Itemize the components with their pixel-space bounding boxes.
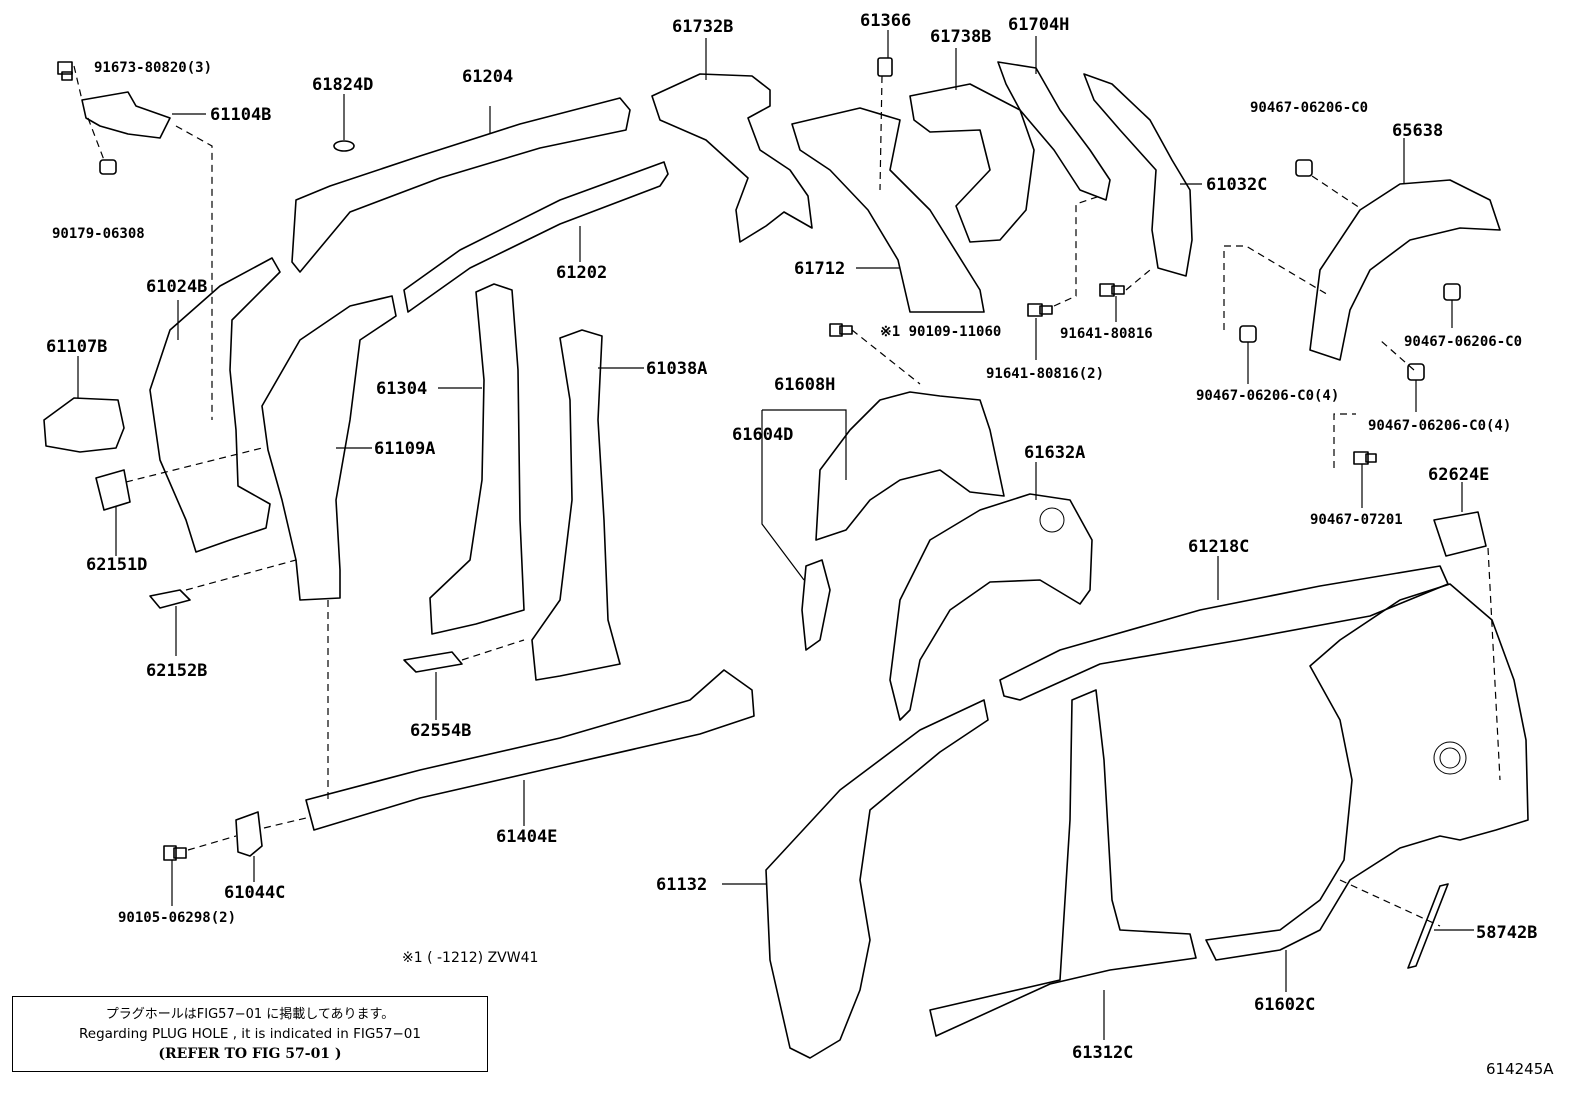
pillar-61312c-shape: [929, 689, 1197, 1037]
clip-61366-icon: [877, 57, 893, 77]
nut-90467c-icon: [1239, 325, 1257, 343]
label-61204: 61204: [462, 67, 513, 87]
strip-58742b-shape: [1407, 883, 1449, 969]
nut-90467a-icon: [1295, 159, 1313, 177]
label-61712: 61712: [794, 259, 845, 279]
panel-61604d-shape: [801, 559, 831, 651]
label-61104b: 61104B: [210, 105, 271, 125]
rail-61204-shape: [291, 97, 631, 273]
label-61608h: 61608H: [774, 375, 835, 395]
label-90467-06206-c0-top: 90467-06206-C0: [1250, 100, 1368, 116]
pillar-61109a-shape: [261, 295, 397, 601]
bracket-61104b-shape: [81, 91, 171, 139]
label-90179-06308: 90179-06308: [52, 226, 145, 242]
bracket-61044c-shape: [235, 811, 263, 857]
label-65638: 65638: [1392, 121, 1443, 141]
label-61738b: 61738B: [930, 27, 991, 47]
label-91641-80816: 91641-80816: [1060, 326, 1153, 342]
label-61732b: 61732B: [672, 17, 733, 37]
label-90467-06206-c0-right: 90467-06206-C0: [1404, 334, 1522, 350]
panel-61704h-shape: [997, 61, 1111, 201]
label-58742b: 58742B: [1476, 923, 1537, 943]
pillar-61038a-shape: [531, 329, 621, 681]
rocker-61404e-shape: [305, 669, 755, 831]
bracket-61107b-shape: [43, 397, 125, 453]
block-62151d-shape: [95, 469, 131, 511]
nut-90179-icon: [99, 159, 117, 175]
nut-90467b-icon: [1443, 283, 1461, 301]
label-62554b: 62554B: [410, 721, 471, 741]
bolt-90467e-icon: [1353, 451, 1377, 465]
label-61312c: 61312C: [1072, 1043, 1133, 1063]
label-61107b: 61107B: [46, 337, 107, 357]
rail-61218c-shape: [999, 565, 1449, 701]
panel-61738b-shape: [909, 83, 1035, 243]
note-refer-link[interactable]: (REFER TO FIG 57-01 ): [158, 1046, 342, 1062]
label-62152b: 62152B: [146, 661, 207, 681]
label-62624e: 62624E: [1428, 465, 1489, 485]
wheelhouse-61632a-shape: [889, 493, 1093, 721]
figure-code: 614245A: [1486, 1060, 1554, 1078]
label-61824d: 61824D: [312, 75, 373, 95]
wheelhouse-61608h-shape: [815, 391, 1005, 541]
label-61132: 61132: [656, 875, 707, 895]
grommet-61824d-shape: [333, 140, 355, 152]
label-61032c: 61032C: [1206, 175, 1267, 195]
label-61024b: 61024B: [146, 277, 207, 297]
label-61632a: 61632A: [1024, 443, 1085, 463]
pillar-61304-shape: [429, 283, 525, 635]
label-90105-06298: 90105-06298(2): [118, 910, 236, 926]
label-90467-06206-c0-4-right: 90467-06206-C0(4): [1368, 418, 1511, 434]
label-61704h: 61704H: [1008, 15, 1069, 35]
rail-61202-shape: [403, 161, 669, 313]
pillar-61132-shape: [765, 699, 989, 1059]
bolt-91641b-icon: [1027, 303, 1053, 317]
block-62152b-shape: [149, 589, 191, 609]
bolt-91641a-icon: [1099, 283, 1125, 297]
label-61109a: 61109A: [374, 439, 435, 459]
block-62554b-shape: [403, 651, 463, 673]
label-61218c: 61218C: [1188, 537, 1249, 557]
note-line-english: Regarding PLUG HOLE , it is indicated in…: [79, 1026, 421, 1042]
label-62151d: 62151D: [86, 555, 147, 575]
plate-62624e-shape: [1433, 511, 1487, 557]
label-90467-06206-c0-4-left: 90467-06206-C0(4): [1196, 388, 1339, 404]
pillar-61024b-shape: [149, 257, 281, 553]
plug-hole-note: プラグホールはFIG57−01 に掲載してあります。 Regarding PLU…: [12, 996, 488, 1072]
panel-61712-shape: [791, 107, 985, 313]
panel-61032c-shape: [1083, 73, 1193, 277]
label-61366: 61366: [860, 11, 911, 31]
label-90109-11060: ※1 90109-11060: [880, 324, 1001, 340]
liner-65638-shape: [1309, 179, 1501, 361]
label-91641-80816-2: 91641-80816(2): [986, 366, 1104, 382]
label-90467-07201: 90467-07201: [1310, 512, 1403, 528]
label-61602c: 61602C: [1254, 995, 1315, 1015]
label-61604d: 61604D: [732, 425, 793, 445]
panel-61732b-shape: [651, 73, 813, 243]
label-91673-80820: 91673-80820(3): [94, 60, 212, 76]
label-61304: 61304: [376, 379, 427, 399]
footnote-zvw41: ※1 ( -1212) ZVW41: [402, 950, 539, 966]
bolt-90109-icon: [829, 323, 853, 337]
note-line-japanese: プラグホールはFIG57−01 に掲載してあります。: [105, 1007, 395, 1022]
label-61202: 61202: [556, 263, 607, 283]
bolt-91673-icon: [57, 61, 73, 81]
bolt-90105-icon: [163, 845, 187, 861]
quarter-61602c-shape: [1205, 583, 1529, 961]
label-61404e: 61404E: [496, 827, 557, 847]
label-61038a: 61038A: [646, 359, 707, 379]
label-61044c: 61044C: [224, 883, 285, 903]
